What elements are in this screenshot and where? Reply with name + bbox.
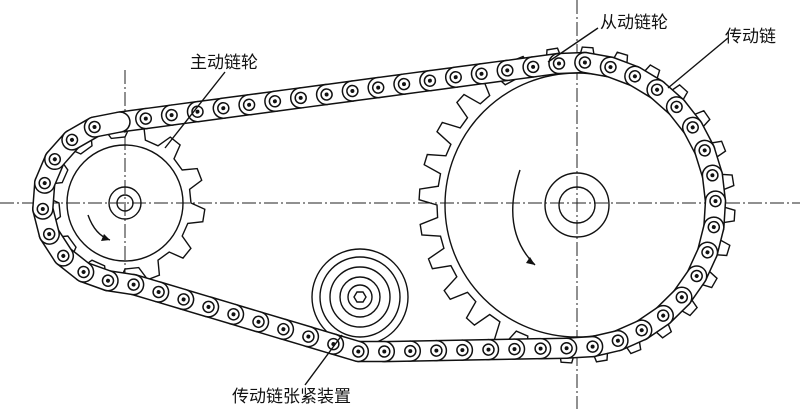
leader-lines [164,27,729,386]
chain-link [83,111,131,138]
tensioner-device [311,248,409,346]
drive-chain [32,51,727,363]
drive-sprocket [44,122,206,284]
drive-sprocket-label: 主动链轮 [190,53,258,73]
tensioner-label: 传动链张紧装置 [232,387,351,407]
sprocket-teeth [44,122,206,284]
sprocket-hub [544,172,610,238]
sprocket-hub [108,186,142,220]
sprocket-rim [66,144,184,262]
sprocket-bore [558,186,596,224]
rotation-arrows [87,169,536,266]
driven-sprocket-label: 从动链轮 [600,13,668,33]
sprocket-bore [116,194,134,212]
drive-chain-label: 传动链 [725,27,776,47]
